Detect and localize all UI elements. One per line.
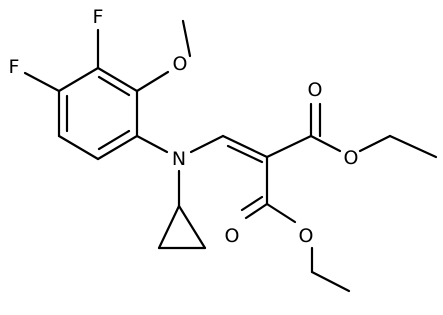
bond-lines xyxy=(23,19,438,293)
atom-n-amine: N xyxy=(172,148,186,170)
atom-o-carbonyl-upper: O xyxy=(308,79,323,101)
atom-o-ester-lower: O xyxy=(299,225,314,247)
atom-f-top: F xyxy=(93,6,104,28)
atom-o-methoxy: O xyxy=(173,53,188,75)
atom-o-carbonyl-lower: O xyxy=(225,225,240,247)
atom-o-ester-upper: O xyxy=(344,147,359,169)
atom-labels: F F O N O O O O xyxy=(9,6,359,247)
atom-f-left: F xyxy=(9,56,20,78)
